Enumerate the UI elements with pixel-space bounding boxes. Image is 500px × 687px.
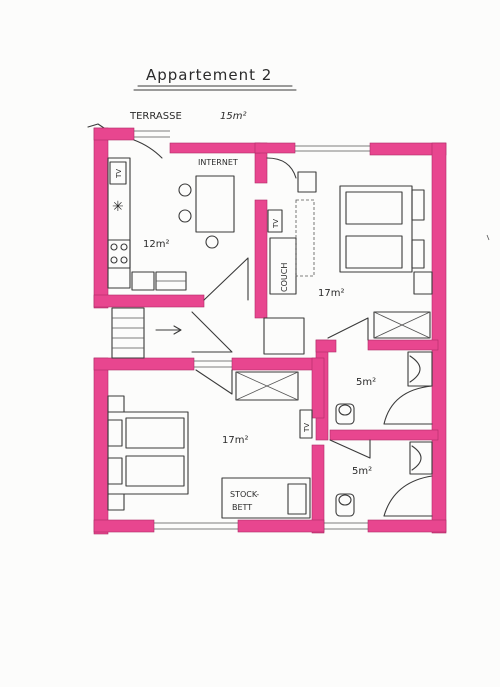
wall-living-top-left xyxy=(254,142,296,154)
bath-lower-sink-bowl xyxy=(411,445,422,471)
wardrobe xyxy=(373,311,431,339)
toilet-icon xyxy=(335,493,355,517)
couch-label: COUCH xyxy=(280,263,289,292)
wall-bottom-right xyxy=(367,519,447,533)
sink-icon xyxy=(131,271,155,291)
kitchen-area: 12m² xyxy=(143,239,169,250)
bedroom-door-swing xyxy=(195,369,233,395)
bath-upper-area: 5m² xyxy=(356,377,376,388)
bed-blanket-bottom xyxy=(345,235,403,269)
bed-nightstand xyxy=(411,189,425,221)
wall-bottom-mid xyxy=(237,519,325,533)
wall-bath-divider xyxy=(329,429,439,441)
tv-box-bedroom xyxy=(299,409,313,439)
fan-icon: ✳ xyxy=(112,199,124,215)
bed-shelf xyxy=(413,271,433,295)
door-swing-lower xyxy=(203,257,249,301)
wall-kitchen-left xyxy=(93,127,109,309)
couch-extension xyxy=(295,199,315,277)
chair xyxy=(178,183,192,197)
bedroom-double-bed xyxy=(107,411,189,495)
wall-right-outer xyxy=(431,142,447,534)
kitchen-door-swing xyxy=(133,139,163,159)
bath-upper-sink-bowl xyxy=(409,355,421,383)
bedside-table xyxy=(107,493,125,511)
bed-pillow xyxy=(107,419,123,447)
bath-upper-sink xyxy=(407,351,433,387)
dining-table xyxy=(195,175,235,233)
bunk-bed xyxy=(221,477,311,519)
wall-kitchen-right-lower xyxy=(254,199,268,319)
terrace-label: TERRASSE xyxy=(129,111,182,122)
bedroom: TV 17m² STOCK- BETT xyxy=(107,369,313,519)
bed-blanket-top xyxy=(345,191,403,225)
bath-door-swing xyxy=(327,317,369,341)
bath-lower-door-swing xyxy=(329,439,371,459)
hall-cabinet xyxy=(263,317,305,355)
living-room: TV COUCH 17m² xyxy=(266,157,433,341)
bath-lower-sink xyxy=(409,441,433,475)
bed-blanket-top xyxy=(125,417,185,449)
entry-arrow-head xyxy=(173,325,182,335)
side-table xyxy=(297,171,317,193)
plan-title: Appartement 2 xyxy=(146,66,272,84)
bedside-table xyxy=(107,395,125,413)
stockbett-label-line2: BETT xyxy=(232,503,252,512)
chair xyxy=(205,235,219,249)
wall-kitchen-top xyxy=(169,142,261,154)
wall-bedroom-right-upper xyxy=(311,357,325,419)
bed-nightstand xyxy=(411,239,425,269)
chair xyxy=(178,209,192,223)
living-area: 17m² xyxy=(318,288,344,299)
bath-lower-area: 5m² xyxy=(352,466,372,477)
tv-box-living xyxy=(267,209,283,233)
terrace-mark xyxy=(87,123,105,129)
bath-lower: 5m² xyxy=(329,439,433,517)
toilet-icon xyxy=(335,403,355,425)
bed-pillow xyxy=(107,457,123,485)
shower-curve-upper xyxy=(383,385,433,425)
wall-bedroom-top-right xyxy=(231,357,317,371)
wall-bedroom-left xyxy=(93,357,109,535)
entry-stairs xyxy=(111,307,305,359)
wall-bottom-left xyxy=(93,519,155,533)
kitchen-counter xyxy=(107,157,131,289)
wall-kitchen-top-left xyxy=(93,127,135,141)
pencil-mark xyxy=(486,234,490,241)
terrace-area: 15m² xyxy=(220,111,246,122)
wall-bedroom-right-lower xyxy=(311,444,325,534)
bath-upper: 5m² xyxy=(335,351,433,425)
bedroom-wardrobe xyxy=(235,371,299,401)
shower-curve-lower xyxy=(383,475,433,517)
tv-label-living: TV xyxy=(272,219,280,229)
wall-bedroom-top-left xyxy=(93,357,195,371)
tv-label-bedroom: TV xyxy=(303,423,311,433)
tv-label-kitchen: TV xyxy=(115,169,123,179)
stockbett-label-line1: STOCK- xyxy=(230,490,259,499)
wall-bath-top-right xyxy=(367,339,439,351)
internet-label: INTERNET xyxy=(198,158,238,167)
living-door-swing xyxy=(266,157,297,179)
tv-box-kitchen xyxy=(109,161,127,185)
walls xyxy=(93,127,447,535)
kitchen: TV ✳ 12m² INTERNET xyxy=(107,139,249,301)
door-swing-entry xyxy=(191,311,233,353)
double-bed xyxy=(339,185,413,273)
bed-blanket-bottom xyxy=(125,455,185,487)
wall-bath-top-left xyxy=(315,339,337,353)
windows xyxy=(134,130,370,530)
bunk-bed-pillow xyxy=(287,483,307,515)
wall-kitchen-bottom xyxy=(93,294,205,308)
bedroom-area: 17m² xyxy=(222,435,248,446)
stove-icon xyxy=(107,239,131,269)
